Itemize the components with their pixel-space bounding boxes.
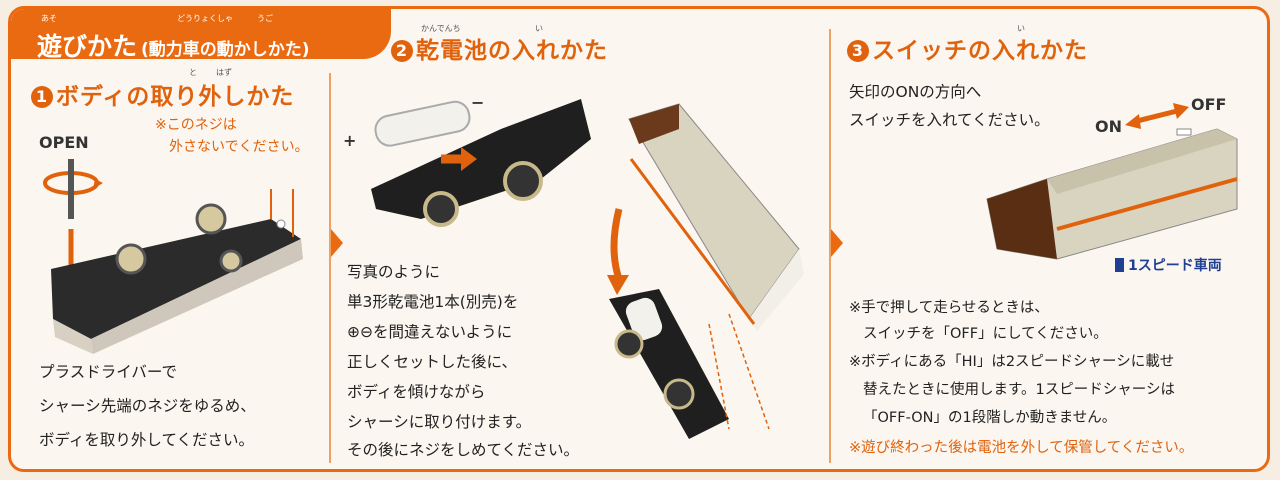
step3-number: 3	[847, 40, 869, 62]
flow-arrow-1	[331, 229, 343, 257]
body-and-chassis-illustration	[607, 103, 804, 439]
step2-text-line1: 写真のように	[347, 263, 441, 281]
open-label: OPEN	[39, 133, 89, 152]
divider-2	[829, 29, 831, 463]
flow-arrow-2	[831, 229, 843, 257]
step3-note-line3: ※ボディにある「HI」は2スピードシャーシに載せ	[849, 354, 1175, 370]
train-switch-illustration	[986, 128, 1238, 260]
speed-badge: 1スピード車両	[1115, 255, 1222, 275]
step2-number: 2	[391, 40, 413, 62]
switch-arrow-icon	[1125, 103, 1189, 129]
step2-text-line7: その後にネジをしめてください。	[347, 441, 580, 459]
step3-text-line2: スイッチを入れてください。	[849, 111, 1050, 129]
divider-1	[329, 73, 331, 463]
step1-text-line3: ボディを取り外してください。	[39, 431, 254, 449]
page-subtitle: (動力車の動かしかた)	[141, 40, 310, 60]
step1-text-line2: シャーシ先端のネジをゆるめ、	[39, 397, 256, 415]
step2-text-line6: シャーシに取り付けます。	[347, 413, 532, 431]
off-label: OFF	[1191, 95, 1227, 114]
step2-text-line5: ボディを傾けながら	[347, 383, 486, 401]
chassis-illustration	[43, 159, 303, 354]
header-bar: あそ どうりょくしゃ うご 遊びかた(動力車の動かしかた)	[11, 9, 391, 61]
step3-note-line1: ※手で押して走らせるときは、	[849, 300, 1049, 316]
page-title: 遊びかた(動力車の動かしかた)	[37, 32, 310, 61]
plus-symbol: +	[343, 131, 357, 150]
minus-symbol: −	[471, 93, 485, 112]
step3-note-line5: 「OFF-ON」の1段階しか動きません。	[863, 410, 1117, 426]
step2-text-line3: ⊕⊖を間違えないように	[347, 323, 513, 341]
speed-badge-icon	[1115, 258, 1124, 272]
step3-note-line4: 替えたときに使用します。1スピードシャーシは	[863, 382, 1175, 398]
step3-text-line1: 矢印のONの方向へ	[849, 83, 982, 101]
step1-number: 1	[31, 86, 53, 108]
step2-text-line2: 単3形乾電池1本(別売)を	[347, 293, 519, 311]
battery-chassis-illustration	[371, 99, 591, 227]
step3-note-line2: スイッチを「OFF」にしてください。	[863, 326, 1108, 342]
step3-warning: ※遊び終わった後は電池を外して保管してください。	[849, 440, 1194, 456]
on-label: ON	[1095, 117, 1122, 136]
screw-note-line1: ※このネジは	[155, 117, 237, 133]
step1-text-line1: プラスドライバーで	[39, 363, 177, 381]
screw-note-line2: 外さないでください。	[169, 139, 309, 155]
step2-text-line4: 正しくセットした後に、	[347, 353, 518, 371]
